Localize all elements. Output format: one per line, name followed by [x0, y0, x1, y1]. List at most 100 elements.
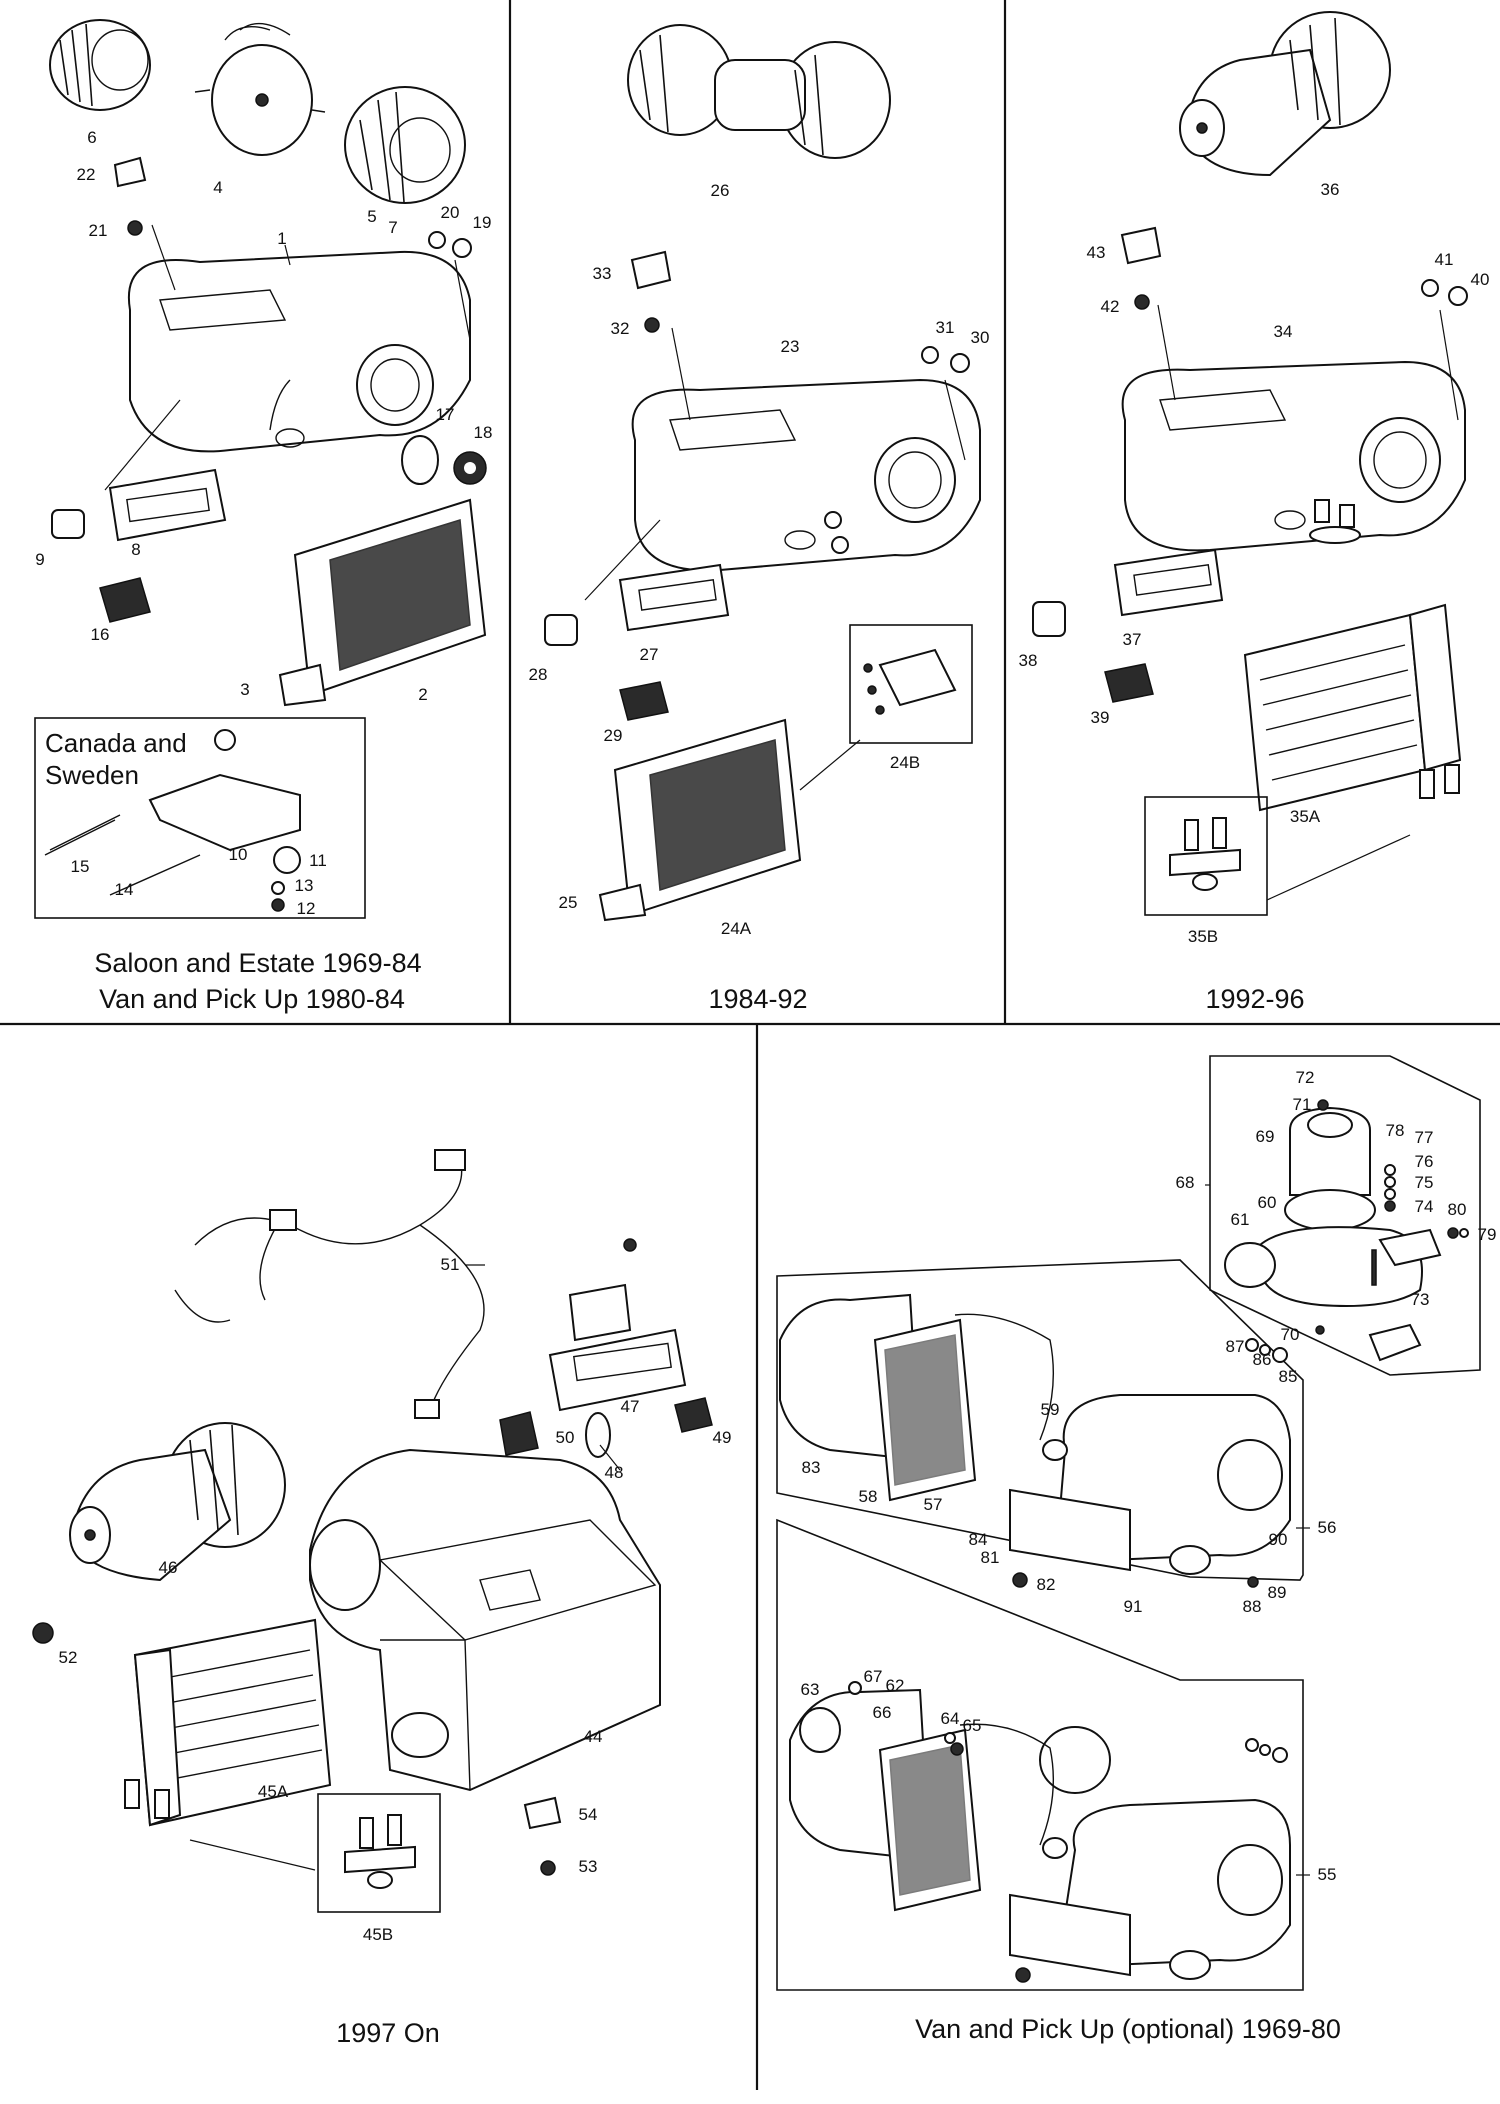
inset-valve-45B [317, 1793, 441, 1913]
panel-1-caption-line1: Saloon and Estate 1969-84 [94, 948, 421, 978]
washer-86a [1259, 1344, 1271, 1356]
callout-2: 2 [418, 685, 427, 704]
callout-56: 56 [1318, 1518, 1337, 1537]
callout-41: 41 [1435, 250, 1454, 269]
inset-title-line2: Sweden [45, 760, 139, 790]
callout-26: 26 [711, 181, 730, 200]
blower-fan-6 [49, 19, 151, 111]
inset-valve-24B [849, 624, 973, 744]
callout-57-a: 57 [924, 1495, 943, 1514]
heater-control-8 [108, 468, 227, 542]
callout-74: 74 [1415, 1197, 1434, 1216]
callout-52: 52 [59, 1648, 78, 1667]
callout-76: 76 [1415, 1152, 1434, 1171]
callouts-panel-4: 44 45A 45B 46 47 48 49 50 51 52 53 54 [59, 1255, 732, 1944]
panel-van-pickup-1969-80: 55 56 57 58 59 60 61 62 63 64 65 66 67 6… [776, 1055, 1497, 2044]
knob-38 [1032, 601, 1066, 637]
callout-14: 14 [115, 880, 134, 899]
callouts-panel-3: 34 35A 35B 36 37 38 39 40 41 42 43 [1019, 180, 1490, 946]
callout-27: 27 [640, 645, 659, 664]
heater-control-37 [1113, 548, 1224, 617]
callout-38: 38 [1019, 651, 1038, 670]
callout-35A: 35A [1290, 807, 1321, 826]
panel-1-caption-line2: Van and Pick Up 1980-84 [99, 984, 405, 1014]
callout-11: 11 [309, 851, 327, 870]
callout-12: 12 [297, 899, 316, 918]
valve-35B [1169, 817, 1241, 891]
callout-83-a: 83 [802, 1458, 821, 1477]
twin-blower-26 [627, 24, 891, 159]
valve-fitting-34 [1309, 499, 1361, 544]
callout-79: 79 [1478, 1225, 1497, 1244]
callout-4: 4 [213, 178, 222, 197]
callout-60-top: 60 [1258, 1193, 1277, 1212]
callout-16: 16 [91, 625, 110, 644]
blower-fan-5 [344, 86, 466, 204]
callout-47: 47 [621, 1397, 640, 1416]
callout-24B: 24B [890, 753, 920, 772]
heater-unit-34 [1121, 360, 1466, 552]
callout-82-a: 82 [1037, 1575, 1056, 1594]
callout-90-a: 90 [1269, 1530, 1288, 1549]
knob-48 [585, 1412, 611, 1458]
callout-55: 55 [1318, 1865, 1337, 1884]
clip-33 [630, 250, 672, 290]
callout-45B: 45B [363, 1925, 393, 1944]
callout-24A: 24A [721, 919, 752, 938]
screw-53 [540, 1860, 556, 1876]
callout-88-a: 88 [1243, 1597, 1262, 1616]
switch-16 [99, 577, 151, 623]
callout-21: 21 [89, 221, 108, 240]
callout-22: 22 [77, 165, 96, 184]
heater-unit-44 [309, 1448, 661, 1792]
heater-control-27 [618, 563, 730, 632]
panel-1997-on: 44 45A 45B 46 47 48 49 50 51 52 53 54 19… [32, 1149, 732, 2048]
callout-70: 70 [1281, 1325, 1300, 1344]
nut-65 [950, 1742, 964, 1756]
callout-64: 64 [941, 1709, 960, 1728]
motor-4 [194, 22, 326, 156]
callout-37: 37 [1123, 630, 1142, 649]
panel-4-caption: 1997 On [336, 2018, 440, 2048]
nut-52 [32, 1622, 54, 1644]
callout-36: 36 [1321, 180, 1340, 199]
blower-assembly-68 [1224, 1099, 1469, 1362]
assembly-box-56 [776, 1259, 1304, 1581]
nut-31 [921, 346, 939, 364]
switch-39 [1104, 663, 1154, 703]
callout-68: 68 [1176, 1173, 1195, 1192]
callout-29: 29 [604, 726, 623, 745]
callouts-panel-1: 1 2 3 4 5 6 7 8 9 10 11 12 13 14 15 16 1… [35, 128, 492, 918]
callout-50: 50 [556, 1428, 575, 1447]
clip-54 [523, 1796, 562, 1830]
callout-7: 7 [388, 218, 397, 237]
panel-3-caption: 1992-96 [1205, 984, 1304, 1014]
callout-67: 67 [864, 1667, 883, 1686]
panel-1992-96: 34 35A 35B 36 37 38 39 40 41 42 43 1992-… [1019, 11, 1490, 1014]
washer-87a [1245, 1338, 1259, 1352]
callout-3: 3 [240, 680, 249, 699]
callout-51: 51 [441, 1255, 460, 1274]
resistor-50 [499, 1411, 539, 1456]
callout-17: 17 [436, 405, 455, 424]
clip-43 [1120, 226, 1162, 265]
callout-80: 80 [1448, 1200, 1467, 1219]
screw-32 [644, 317, 660, 333]
nut-85a [1272, 1347, 1288, 1363]
callout-44: 44 [584, 1727, 603, 1746]
callout-54: 54 [579, 1805, 598, 1824]
washer-67 [848, 1681, 862, 1695]
callouts-panel-2: 23 24A 24B 25 26 27 28 29 30 31 32 33 [529, 181, 990, 938]
callout-10: 10 [229, 845, 248, 864]
callout-62: 62 [886, 1676, 905, 1695]
callout-65: 65 [963, 1716, 982, 1735]
callout-77: 77 [1415, 1128, 1434, 1147]
callout-63: 63 [801, 1680, 820, 1699]
callout-45A: 45A [258, 1782, 289, 1801]
callout-49: 49 [713, 1428, 732, 1447]
heater-matrix-2 [278, 498, 487, 707]
heater-unit-1 [127, 250, 471, 453]
valve-24B [863, 648, 957, 715]
callout-39: 39 [1091, 708, 1110, 727]
callout-58-a: 58 [859, 1487, 878, 1506]
